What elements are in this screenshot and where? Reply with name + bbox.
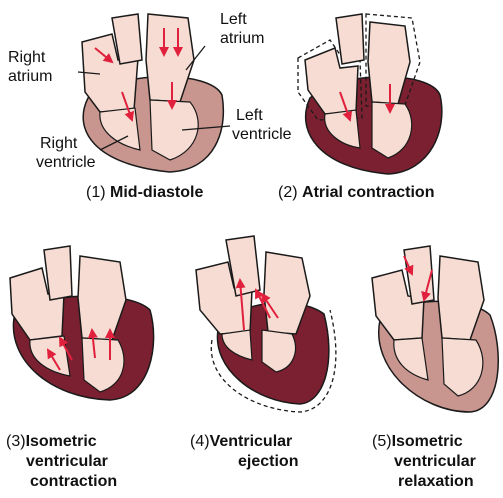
caption-name-line1: Ventricular xyxy=(210,433,293,450)
label-left-atrium-line1: Left xyxy=(220,10,264,29)
caption-name-line1: Isometric xyxy=(26,433,97,450)
label-right-ventricle: Right ventricle xyxy=(36,134,96,172)
heart-atrial-contraction xyxy=(298,14,442,174)
caption-phase-5: (5)Isometric ventricular relaxation xyxy=(372,432,502,492)
caption-phase-1: (1) Mid-diastole xyxy=(86,183,203,203)
heart-isometric-contraction xyxy=(10,246,154,400)
label-right-atrium: Right atrium xyxy=(8,48,52,86)
caption-number: (4) xyxy=(190,433,210,450)
caption-name-line2: ventricular xyxy=(394,453,476,470)
caption-name-line3: relaxation xyxy=(398,473,474,490)
caption-name-line2: ventricular xyxy=(26,453,108,470)
caption-number: (1) xyxy=(86,184,106,201)
label-right-atrium-line1: Right xyxy=(8,48,52,67)
caption-phase-2: (2) Atrial contraction xyxy=(278,183,434,203)
caption-name-line2: ejection xyxy=(238,453,298,470)
caption-name: Atrial contraction xyxy=(302,184,434,201)
caption-name: Mid-diastole xyxy=(110,184,203,201)
label-left-atrium: Left atrium xyxy=(220,10,264,48)
caption-phase-3: (3)Isometric ventricular contraction xyxy=(6,432,166,492)
caption-phase-4: (4)Ventricular ejection xyxy=(190,432,340,472)
label-left-atrium-line2: atrium xyxy=(220,29,264,48)
label-right-atrium-line2: atrium xyxy=(8,67,52,86)
aorta xyxy=(336,14,364,64)
label-right-ventricle-line1: Right xyxy=(36,134,96,153)
heart-mid-diastole xyxy=(78,14,230,172)
label-right-ventricle-line2: ventricle xyxy=(36,153,96,172)
label-left-ventricle-line2: ventricle xyxy=(232,125,292,144)
heart-isometric-relaxation xyxy=(372,246,498,412)
caption-number: (5) xyxy=(372,433,392,450)
label-left-ventricle: Left ventricle xyxy=(232,106,292,144)
caption-number: (3) xyxy=(6,433,26,450)
caption-name-line1: Isometric xyxy=(392,433,463,450)
label-left-ventricle-line1: Left xyxy=(232,106,292,125)
caption-name-line3: contraction xyxy=(30,473,117,490)
caption-number: (2) xyxy=(278,184,298,201)
heart-ventricular-ejection xyxy=(196,236,336,412)
